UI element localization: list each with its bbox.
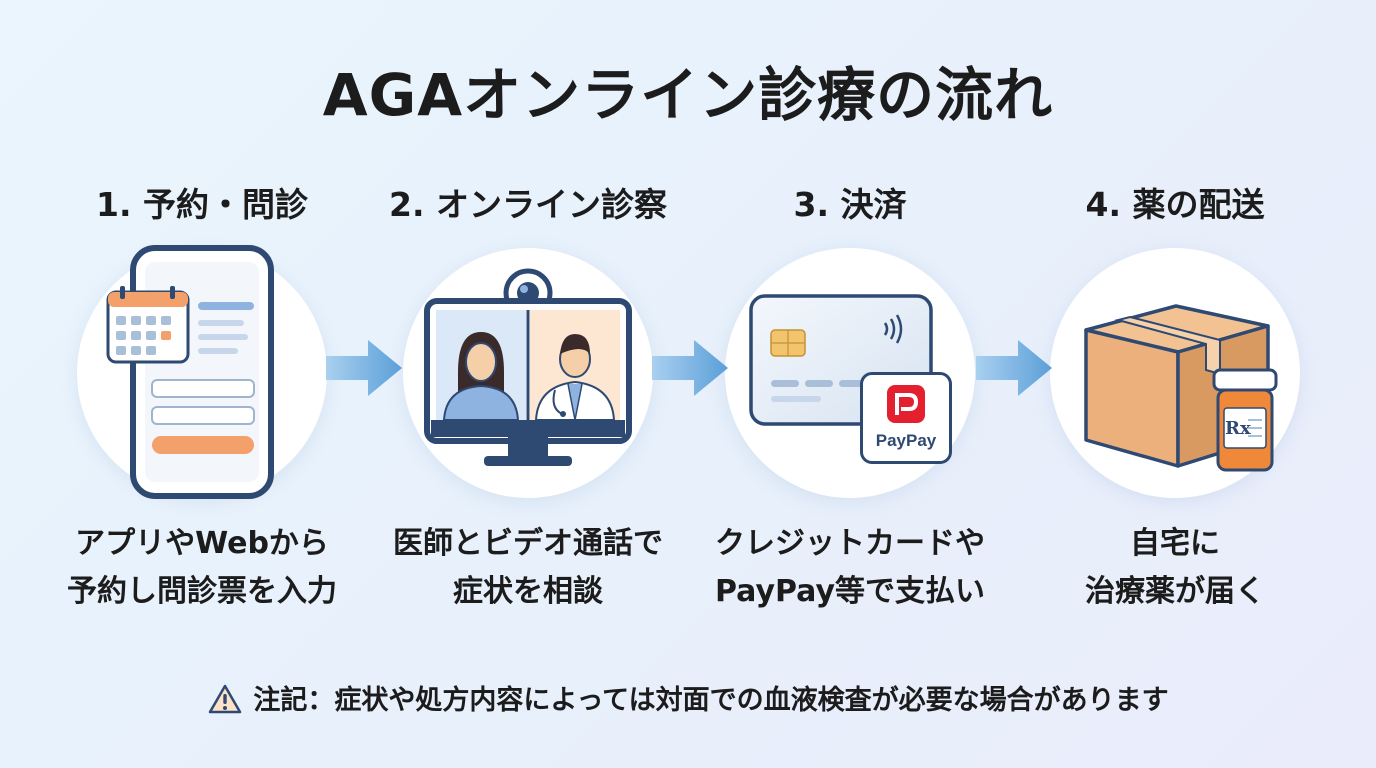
paypay-badge: PayPay (860, 372, 952, 464)
step-4-description-line-1: 自宅に (1130, 526, 1220, 561)
smartphone-calendar-icon (106, 245, 274, 499)
video-call-monitor-icon (424, 268, 632, 466)
step-3-description-line-1: クレジットカードや (715, 526, 985, 561)
paypay-badge-label: PayPay (875, 431, 937, 450)
step-1-description-line-1: アプリやWebから (75, 526, 329, 561)
step-2-title: 2. オンライン診察 (389, 185, 667, 224)
arrow-right-icon (976, 340, 1052, 396)
step-3-title: 3. 決済 (793, 185, 907, 224)
step-2-description-line-2: 症状を相談 (453, 574, 603, 609)
note: 注記：症状や処方内容によっては対面での血液検査が必要な場合があります (0, 678, 1376, 718)
note-text: 注記：症状や処方内容によっては対面での血液検査が必要な場合があります (253, 685, 1169, 716)
step-3-description-line-2: PayPay等で支払い (714, 574, 986, 609)
step-1-description: アプリやWebから 予約し問診票を入力 (42, 520, 362, 616)
paypay-logo-icon (887, 385, 925, 423)
step-4-title: 4. 薬の配送 (1085, 185, 1265, 224)
warning-icon (209, 684, 242, 713)
step-2-description: 医師とビデオ通話で 症状を相談 (368, 520, 688, 616)
arrow-right-icon (326, 340, 402, 396)
step-2-description-line-1: 医師とビデオ通話で (393, 526, 663, 561)
page-title: AGAオンライン診療の流れ (322, 61, 1054, 129)
arrow-right-icon (652, 340, 728, 396)
step-3-description: クレジットカードや PayPay等で支払い (690, 520, 1010, 616)
step-4-description-line-2: 治療薬が届く (1085, 574, 1265, 609)
package-icon (1084, 304, 1278, 472)
step-1-description-line-2: 予約し問診票を入力 (67, 574, 337, 609)
step-1-title: 1. 予約・問診 (96, 185, 308, 224)
rx-label: Rx (1225, 418, 1251, 439)
step-4-description: 自宅に 治療薬が届く (1015, 520, 1335, 616)
